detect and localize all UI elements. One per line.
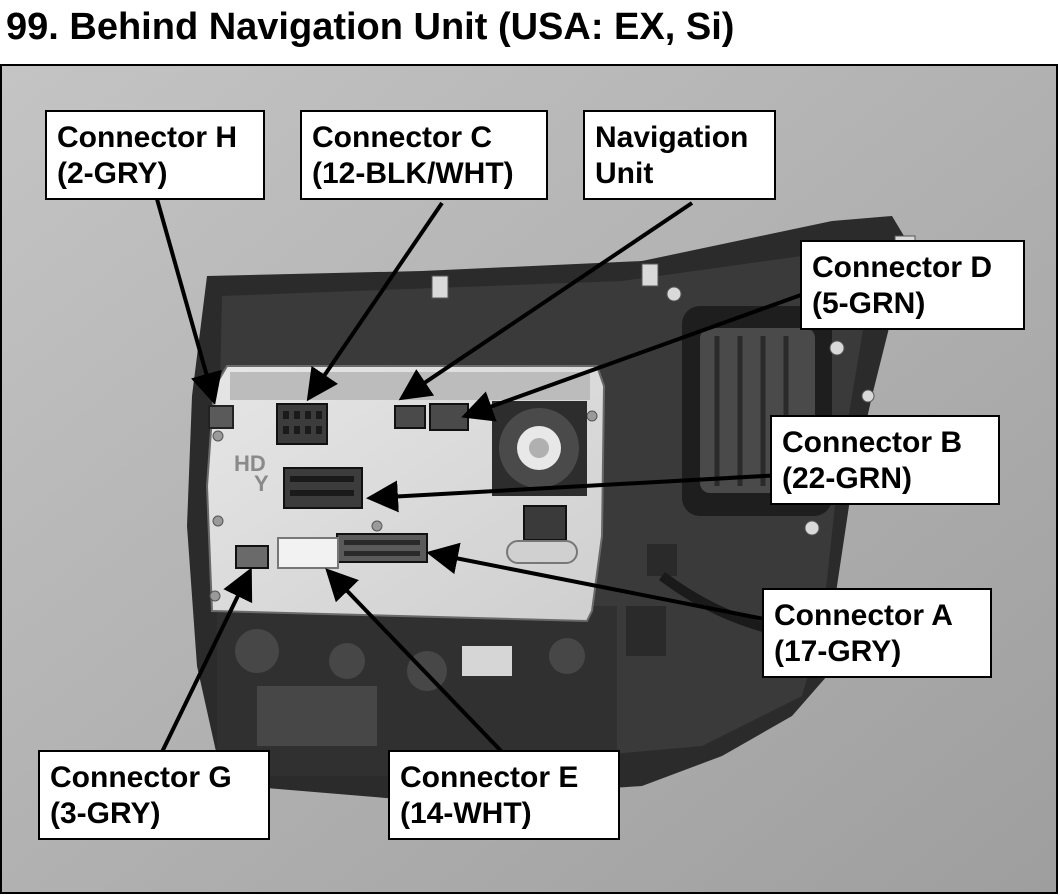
callout-connector-g-name: Connector G — [50, 761, 232, 794]
stamp-h: H — [234, 451, 250, 476]
callout-arrows — [155, 198, 813, 754]
side-connector — [523, 505, 567, 541]
connector-a — [336, 533, 428, 563]
arrow-connector-a — [426, 542, 765, 621]
arrow-connector-b — [366, 473, 783, 513]
arrow-connector-g — [160, 567, 253, 753]
fan-hub-center — [529, 438, 549, 458]
callout-navigation-unit-line1: Navigation — [595, 121, 749, 154]
chassis-stamp-text: HD — [234, 451, 266, 476]
callout-navigation-unit-line2: Unit — [595, 157, 654, 190]
chassis-top-strip — [230, 372, 590, 400]
callout-connector-e: Connector E (14-WHT) — [388, 750, 620, 840]
stamp-d: D — [250, 451, 266, 476]
harness-connector-upper — [647, 544, 677, 576]
callout-connector-c-spec: (12-BLK/WHT) — [312, 157, 514, 190]
arrow-connector-e — [325, 568, 504, 754]
callout-connector-h-name: Connector H — [57, 121, 237, 154]
nav-unit-socket — [394, 405, 426, 429]
callout-connector-h: Connector H (2-GRY) — [45, 110, 265, 200]
callout-connector-d: Connector D (5-GRN) — [800, 240, 1025, 330]
connector-g — [235, 545, 269, 569]
connector-b — [283, 467, 363, 509]
callout-navigation-unit: Navigation Unit — [583, 110, 776, 200]
connector-c-pins — [283, 411, 322, 434]
connector-a-pins — [344, 540, 420, 556]
arrow-connector-c — [306, 201, 444, 402]
connector-d — [429, 403, 469, 431]
callout-connector-e-spec: (14-WHT) — [400, 797, 532, 830]
callout-connector-a-name: Connector A — [774, 599, 953, 632]
callout-connector-a: Connector A (17-GRY) — [762, 588, 992, 678]
callout-connector-a-spec: (17-GRY) — [774, 635, 902, 668]
callout-connector-h-spec: (2-GRY) — [57, 157, 168, 190]
arrow-connector-h — [155, 198, 222, 405]
callout-connector-c: Connector C (12-BLK/WHT) — [300, 110, 548, 200]
callout-connector-e-name: Connector E — [400, 761, 579, 794]
callout-connector-b: Connector B (22-GRN) — [770, 415, 1000, 505]
callout-connector-d-spec: (5-GRN) — [812, 287, 926, 320]
harness-connector-lower — [626, 606, 666, 656]
arrow-navigation-unit — [398, 201, 694, 401]
callout-connector-g-spec: (3-GRY) — [50, 797, 161, 830]
callout-connector-c-name: Connector C — [312, 121, 492, 154]
chassis-stamp-y: Y — [254, 471, 269, 496]
connector-b-pins — [290, 476, 354, 496]
connector-h — [208, 405, 234, 429]
chassis-screws — [209, 410, 598, 602]
chassis-bracket — [506, 540, 578, 564]
callout-connector-b-spec: (22-GRN) — [782, 462, 913, 495]
page-title: 99. Behind Navigation Unit (USA: EX, Si) — [6, 6, 735, 48]
label-sticker — [462, 646, 512, 676]
connector-e — [277, 537, 339, 569]
callout-connector-g: Connector G (3-GRY) — [38, 750, 270, 840]
callout-connector-b-name: Connector B — [782, 426, 962, 459]
callout-connector-d-name: Connector D — [812, 251, 992, 284]
arrow-connector-d — [461, 289, 813, 422]
connector-c — [276, 403, 328, 445]
